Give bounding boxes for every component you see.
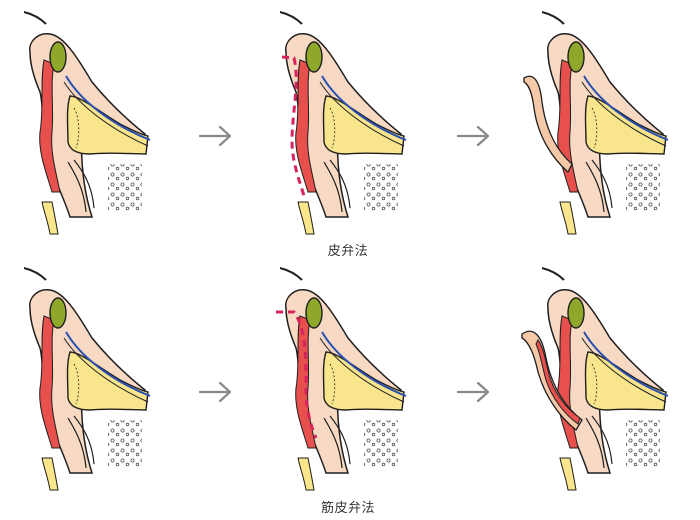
bottom-panel-2	[276, 267, 407, 491]
arrow-right-icon	[456, 381, 490, 403]
bottom-panel-3	[521, 267, 669, 491]
top-panel-1	[23, 11, 151, 235]
top-panel-3	[523, 11, 669, 235]
caption-skin-flap-method: 皮弁法	[327, 244, 369, 259]
arrow-right-icon	[198, 381, 232, 403]
bottom-panel-1	[23, 267, 151, 491]
caption-skin-muscle-flap-method: 筋皮弁法	[320, 501, 375, 516]
arrow-right-icon	[198, 125, 232, 147]
top-panel-2	[279, 11, 407, 235]
arrow-right-icon	[456, 125, 490, 147]
